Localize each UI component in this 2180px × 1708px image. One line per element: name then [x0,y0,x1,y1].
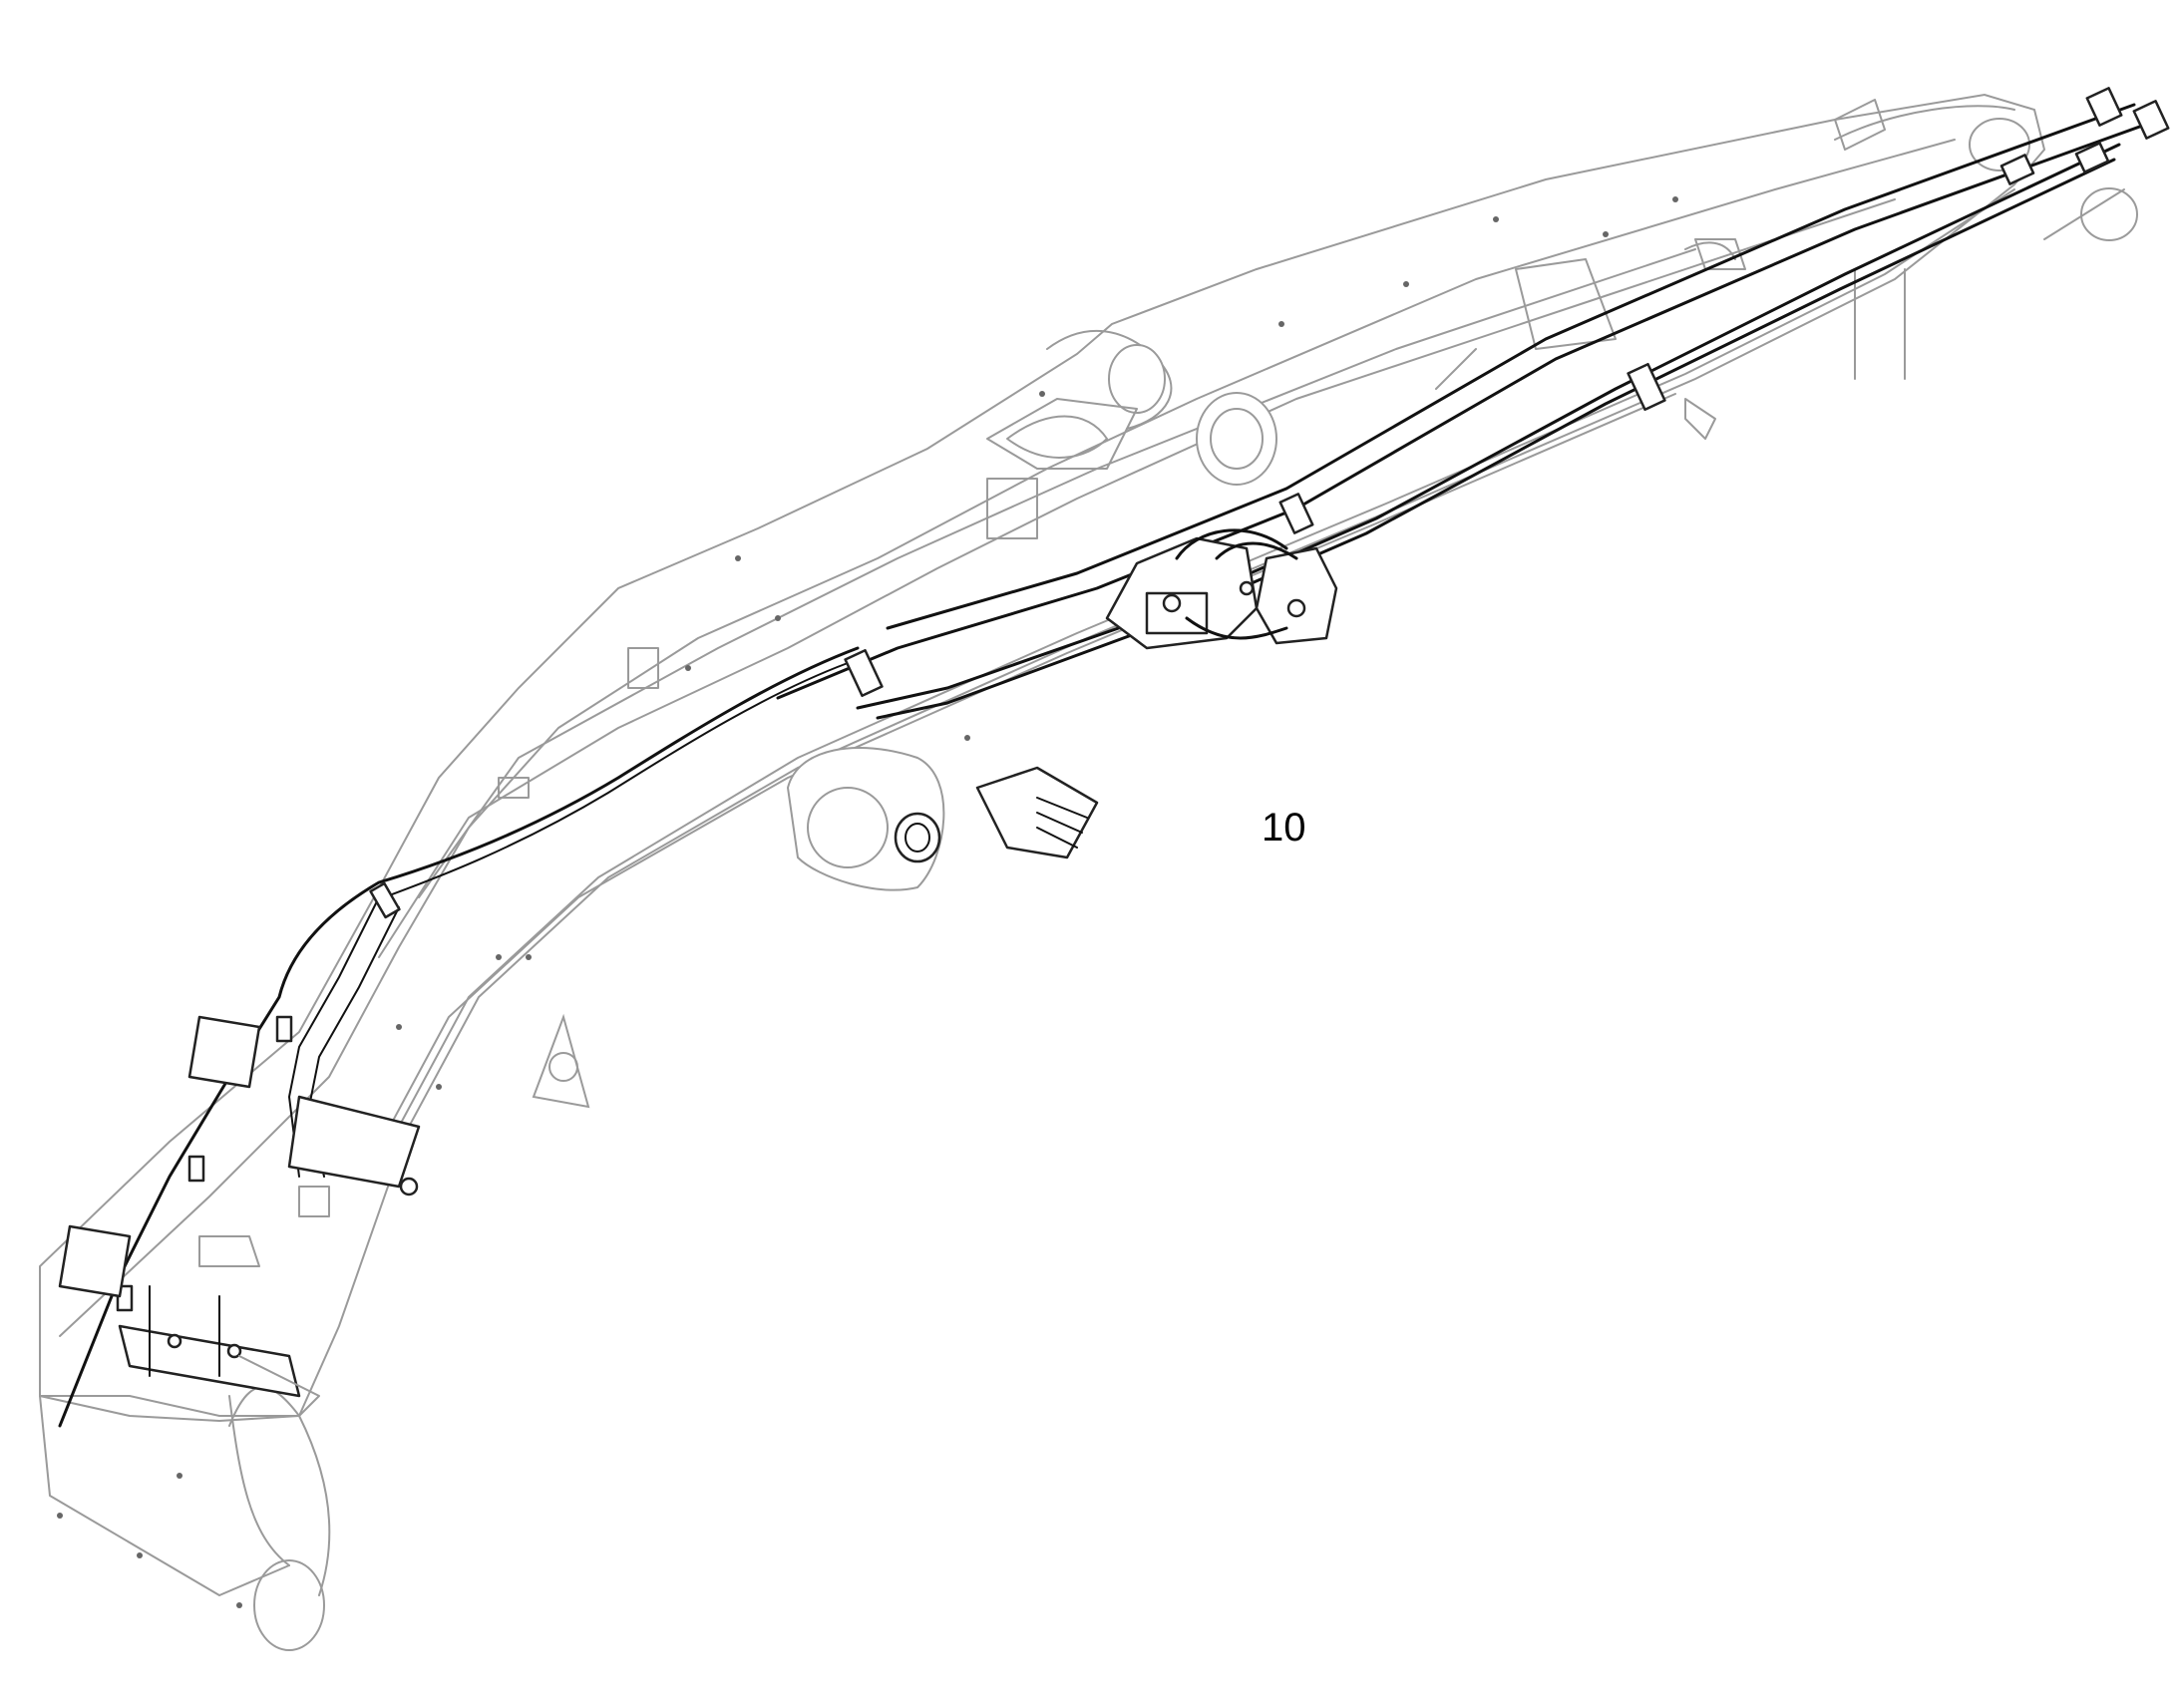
control-valve-assembly [1105,528,1338,650]
valve-bracket [975,766,1099,859]
foot-pin-boss [253,1559,325,1651]
callout-label-10: 10 [1262,806,1306,850]
pilot-hose [58,646,860,1428]
boom-body [39,93,2046,1417]
triangular-bracket [532,1013,590,1109]
pipe-lower [886,103,2136,630]
hydraulic-lines [58,87,2170,1428]
cylinder-pin-boss [1196,392,1277,486]
mounting-details [57,99,1886,1608]
tip-pin-boss-lower [2080,187,2138,241]
boom-foot-brackets [58,1015,421,1417]
boom-structure [39,93,2138,1651]
cylinder-eye-mount [786,747,945,891]
